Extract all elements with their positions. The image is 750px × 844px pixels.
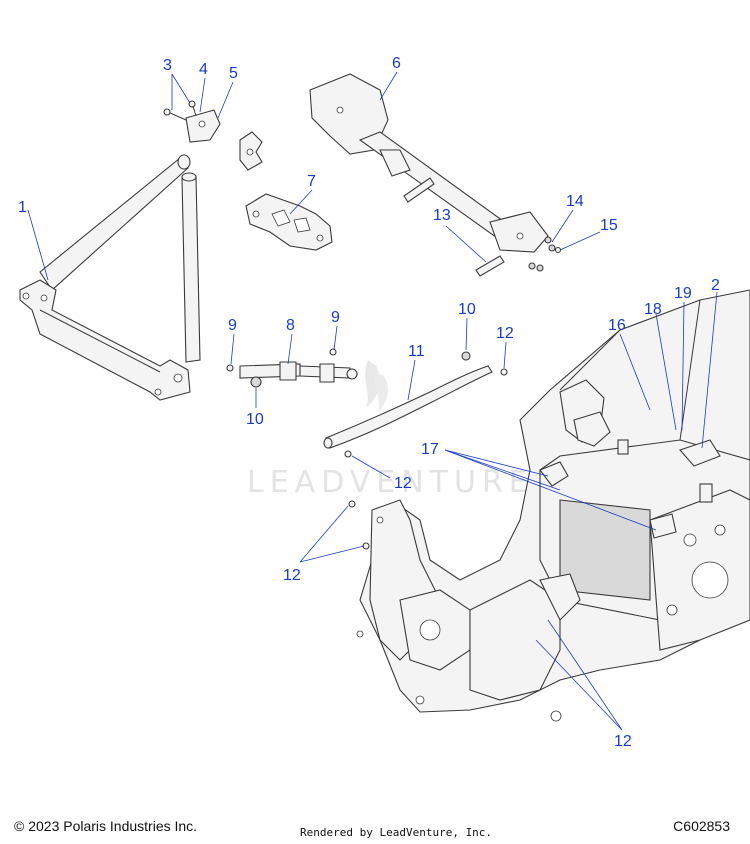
rendered-by-text: Rendered by LeadVenture, Inc. bbox=[300, 826, 493, 839]
callout-7: 7 bbox=[307, 173, 316, 190]
callout-12-bottom: 12 bbox=[614, 733, 632, 750]
callout-8: 8 bbox=[286, 317, 295, 334]
copyright-text: © 2023 Polaris Industries Inc. bbox=[14, 818, 198, 834]
callout-11: 11 bbox=[408, 343, 425, 360]
part-6-cross-tube bbox=[309, 73, 549, 253]
watermark-text: LEADVENTURE bbox=[247, 465, 534, 500]
callout-18: 18 bbox=[644, 301, 662, 318]
callout-14: 14 bbox=[566, 193, 584, 210]
part-13-pin bbox=[475, 255, 505, 277]
part-3-4-5-brackets bbox=[163, 100, 263, 171]
main-chassis bbox=[356, 289, 750, 722]
diagram-code: C602853 bbox=[673, 818, 730, 834]
callout-9-left: 9 bbox=[228, 317, 237, 334]
callout-15: 15 bbox=[600, 217, 618, 234]
callout-12-top: 12 bbox=[496, 325, 514, 342]
callout-12-middle: 12 bbox=[394, 475, 412, 492]
part-14-15-hardware bbox=[528, 236, 562, 272]
leader-lines bbox=[27, 71, 718, 731]
callout-13: 13 bbox=[433, 207, 451, 224]
part-7-mount-plate bbox=[245, 193, 333, 251]
callout-labels: 1 3 4 5 6 7 8 9 9 10 10 11 12 12 12 12 1… bbox=[18, 55, 720, 750]
callout-4: 4 bbox=[199, 61, 208, 78]
callout-3: 3 bbox=[163, 57, 172, 74]
part-11-bar bbox=[323, 351, 508, 449]
callout-1: 1 bbox=[18, 199, 27, 216]
callout-9-right: 9 bbox=[331, 309, 340, 326]
callout-16: 16 bbox=[608, 317, 626, 334]
part-8-tie-rod bbox=[226, 348, 358, 388]
callout-17: 17 bbox=[421, 441, 439, 458]
watermark: LEADVENTURE bbox=[247, 360, 534, 500]
callout-10-bottom: 10 bbox=[246, 411, 264, 428]
callout-6: 6 bbox=[392, 55, 401, 72]
callout-10-top: 10 bbox=[458, 301, 476, 318]
callout-2: 2 bbox=[711, 277, 720, 294]
part-1-strut-assembly bbox=[19, 154, 201, 401]
callout-12-left: 12 bbox=[283, 567, 301, 584]
callout-19: 19 bbox=[674, 285, 692, 302]
callout-5: 5 bbox=[229, 65, 238, 82]
